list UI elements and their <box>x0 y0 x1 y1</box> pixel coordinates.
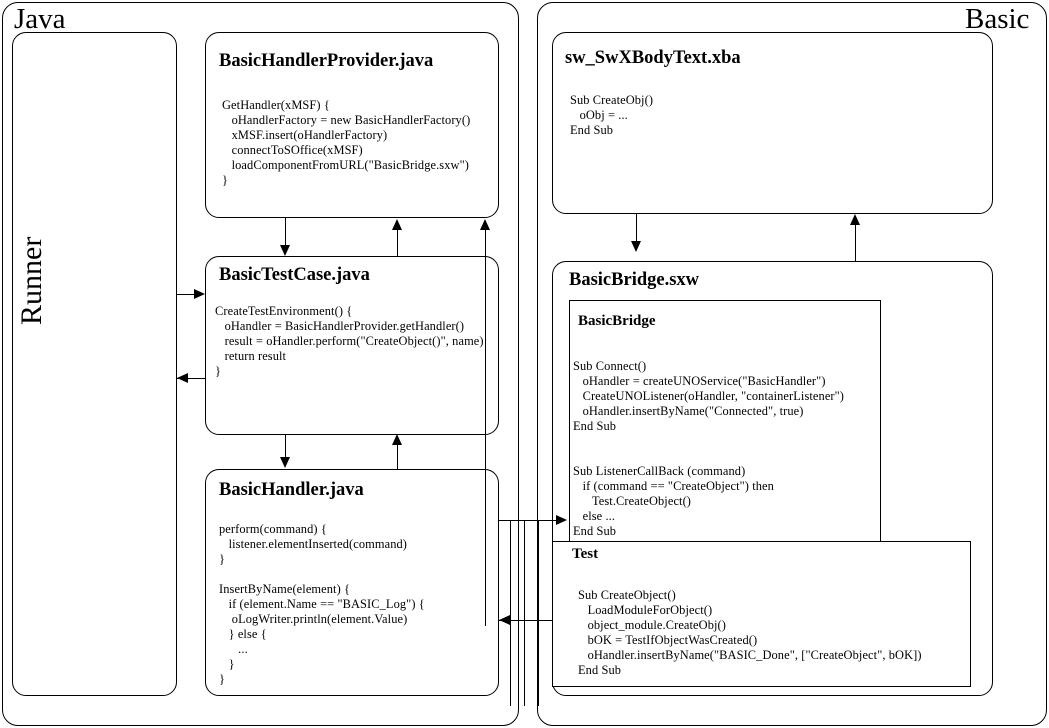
basic-bridge-module-box[interactable] <box>569 300 881 542</box>
java-panel-label: Java <box>14 3 66 35</box>
test-module-box[interactable] <box>552 541 971 687</box>
gutter-riser-c <box>538 520 539 706</box>
connector-runner-to-testcase-arrow <box>194 289 205 299</box>
gutter-riser-a <box>510 520 511 706</box>
basic-handler-provider-code: GetHandler(xMSF) { oHandlerFactory = new… <box>222 98 471 187</box>
basic-handler-code: perform(command) { listener.elementInser… <box>219 522 425 686</box>
connector-test-to-handler-arrow <box>499 615 510 625</box>
runner-box[interactable] <box>12 32 177 696</box>
basic-handler-title: BasicHandler.java <box>219 480 364 500</box>
gutter-riser-b <box>524 520 525 706</box>
connector-provider-to-testcase <box>285 218 286 248</box>
gutter-riser-d <box>552 520 553 620</box>
connector-bodytext-to-basicbridge-arrow <box>630 241 641 252</box>
basic-panel <box>537 2 1047 726</box>
java-panel <box>2 2 519 726</box>
test-module-title: Test <box>572 546 599 562</box>
connector-provider-riser-arrow <box>479 219 490 230</box>
basic-handler-provider-title: BasicHandlerProvider.java <box>219 51 434 71</box>
connector-testcase-to-provider-arrow <box>391 219 402 230</box>
connector-handler-to-basicbridge-arrow <box>556 515 567 525</box>
connector-testcase-to-provider <box>397 229 398 256</box>
connector-handler-to-testcase-arrow <box>391 434 402 445</box>
test-module-code: Sub CreateObject() LoadModuleForObject()… <box>578 588 922 677</box>
basic-bridge-sxw-title: BasicBridge.sxw <box>569 270 700 290</box>
basic-handler-box[interactable] <box>205 469 499 696</box>
basic-test-case-title: BasicTestCase.java <box>219 265 370 285</box>
connector-testcase-to-handler <box>285 435 286 460</box>
sw-swxbodytext-title: sw_SwXBodyText.xba <box>565 48 741 68</box>
basic-bridge-module-title: BasicBridge <box>578 313 656 329</box>
connector-testcase-to-runner-arrow <box>177 373 188 383</box>
basic-panel-label: Basic <box>965 3 1030 35</box>
connector-handler-to-basicbridge <box>499 520 558 521</box>
connector-provider-riser <box>485 229 486 626</box>
sw-swxbodytext-box[interactable] <box>552 32 993 214</box>
connector-testcase-to-handler-arrow <box>279 457 290 468</box>
connector-bodytext-to-basicbridge <box>636 214 637 244</box>
basic-test-case-code: CreateTestEnvironment() { oHandler = Bas… <box>215 304 484 378</box>
connector-basicbridge-to-bodytext-arrow <box>849 214 860 225</box>
connector-runner-to-testcase <box>177 294 198 295</box>
basic-test-case-box[interactable] <box>205 256 499 435</box>
connector-testcase-to-runner <box>177 378 205 379</box>
basic-handler-provider-box[interactable] <box>205 32 499 218</box>
sw-swxbodytext-code: Sub CreateObj() oObj = ... End Sub <box>570 93 654 137</box>
connector-provider-to-testcase-arrow <box>279 245 290 256</box>
connector-handler-to-testcase <box>397 444 398 470</box>
connector-test-to-handler <box>499 620 552 621</box>
connector-basicbridge-to-bodytext <box>855 224 856 261</box>
basic-bridge-module-code: Sub Connect() oHandler = createUNOServic… <box>573 359 845 538</box>
runner-label: Runner <box>15 236 48 325</box>
